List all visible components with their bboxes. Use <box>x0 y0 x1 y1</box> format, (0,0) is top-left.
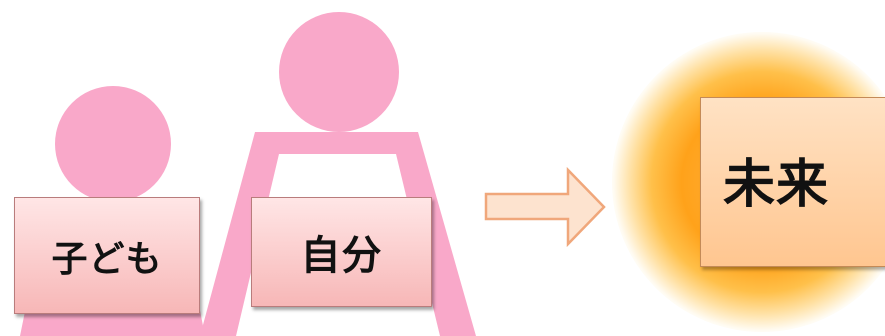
future-label: 未来 <box>723 154 830 215</box>
child-label: 子ども <box>51 238 163 280</box>
right-arrow-icon <box>484 166 606 248</box>
child-label-box: 子ども <box>14 197 200 314</box>
self-label-box: 自分 <box>251 197 432 307</box>
future-label-box: 未来 <box>700 97 885 267</box>
self-label: 自分 <box>300 233 383 279</box>
